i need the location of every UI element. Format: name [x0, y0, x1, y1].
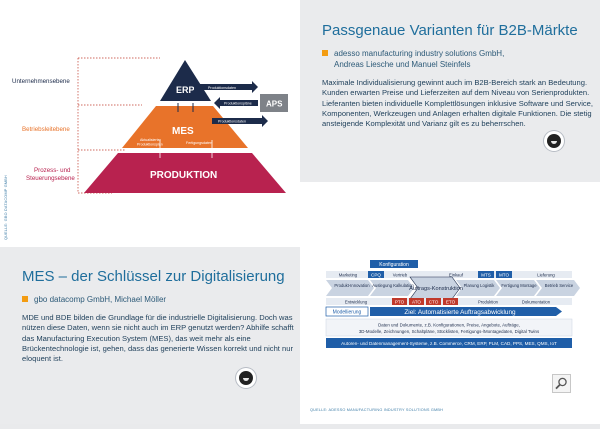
- order-process-diagram: Konfiguration Marketing CPQ Vertrieb Ein…: [325, 260, 580, 348]
- arrow-production-data-mid: [212, 115, 268, 127]
- step-label-operation-service: Betrieb Service: [545, 283, 574, 288]
- data-documents-line-1: Daten und Dokumente, z.B. Konfiguratione…: [378, 323, 520, 328]
- article-teaser: Maximale Individualisierung gewinnt auch…: [322, 78, 594, 129]
- step-label-product-innovation: Produkt-Innovation: [334, 283, 370, 288]
- magnifier-icon: [555, 377, 567, 390]
- step-planning-logistics: [456, 280, 500, 296]
- diagram-panel-order-process: Konfiguration Marketing CPQ Vertrieb Ein…: [300, 182, 600, 424]
- level-label-process-2: Steuerungsebene: [26, 175, 75, 182]
- bottom-labels: Entwicklung PTO ATO CTO ETO Produktion D…: [345, 298, 551, 305]
- top-label-delivery: Lieferung: [537, 273, 555, 278]
- label-current-plans-1: Aktualisierter: [140, 138, 162, 142]
- source-credit-gbo: QUELLE: GBO DATACOMP GMBH: [4, 175, 8, 240]
- configuration-label: Konfiguration: [379, 262, 409, 268]
- article-title[interactable]: MES – der Schlüssel zur Digitalisierung: [22, 268, 285, 285]
- read-more-icon[interactable]: [544, 131, 564, 151]
- author-bullet-icon: [22, 296, 28, 302]
- data-documents-box: [325, 318, 573, 337]
- authors-line: gbo datacomp GmbH, Michael Möller: [34, 295, 167, 304]
- mes-layer: [122, 106, 248, 148]
- level-label-enterprise: Unternehmensebene: [12, 78, 70, 85]
- top-label-sales: Vertrieb: [393, 273, 408, 278]
- authors-line-2: Andreas Liesche und Manuel Steinfels: [334, 60, 471, 69]
- configuration-box: [370, 260, 418, 268]
- data-documents-line-2: 3D-Modelle, Zeichnungen, Schaltpläne, St…: [359, 329, 540, 334]
- top-label-purchasing: Einkauf: [449, 273, 464, 278]
- erp-label: ERP: [176, 85, 195, 95]
- production-layer: [84, 153, 286, 193]
- authors-line-1: adesso manufacturing industry solutions …: [334, 49, 505, 58]
- systems-label: Autoren- und Datenmanagement-Systeme, z.…: [341, 341, 557, 346]
- zoom-button[interactable]: [552, 374, 571, 393]
- step-label-planning-logistics: Planung Logistik: [464, 283, 496, 288]
- author-bullet-icon: [322, 50, 328, 56]
- process-steps: Produkt-Innovation Auslegung Kalkulation…: [326, 276, 580, 300]
- goal-arrow: [370, 307, 562, 316]
- arrow-label-production-data-mid: Produktionsdaten: [218, 120, 246, 124]
- step-manufacturing-assembly: [496, 280, 540, 296]
- bottom-label-ato: ATO: [412, 300, 421, 305]
- label-current-plans-2: Produktionsplan: [137, 143, 163, 147]
- systems-bar: [326, 338, 572, 348]
- bottom-label-documentation: Dokumentation: [522, 300, 551, 305]
- eto-badge: [443, 298, 458, 305]
- mes-label: MES: [172, 126, 194, 137]
- pyramid-diagram: Unternehmensebene Betriebsleitebene Proz…: [12, 57, 288, 194]
- article-teaser: MDE und BDE bilden die Grundlage für die…: [22, 313, 294, 364]
- step-label-order-engineering: Auftrags-Konstruktion: [409, 286, 463, 292]
- step-label-manufacturing-assembly: Fertigung Montage: [501, 283, 537, 288]
- bottom-label-cto: CTO: [429, 300, 439, 305]
- level-label-process-1: Prozess- und: [34, 167, 71, 174]
- read-more-icon[interactable]: [236, 368, 256, 388]
- diagram-panel-automation-pyramid: Unternehmensebene Betriebsleitebene Proz…: [0, 0, 300, 247]
- arrow-label-production-data-top: Produktionsdaten: [208, 86, 236, 90]
- top-label-row: [326, 271, 572, 278]
- arrow-label-production-plans: Produktionspläne: [224, 102, 252, 106]
- aps-label: APS: [266, 100, 283, 109]
- step-design-calculation: [370, 280, 414, 296]
- source-credit-adesso: QUELLE: ADESSO MANUFACTURING INDUSTRY SO…: [310, 408, 444, 412]
- cto-badge: [426, 298, 441, 305]
- erp-layer: [160, 60, 211, 101]
- pto-badge: [392, 298, 407, 305]
- mts-badge: [478, 271, 494, 278]
- production-label: PRODUKTION: [150, 170, 217, 181]
- step-label-design-calculation: Auslegung Kalkulation: [372, 283, 414, 288]
- article-title[interactable]: Passgenaue Varianten für B2B-Märkte: [322, 22, 578, 39]
- top-labels: Marketing CPQ Vertrieb Einkauf MTS MTO L…: [339, 271, 555, 278]
- aps-box: [260, 94, 288, 112]
- article-card-mes-digitalization[interactable]: MES – der Schlüssel zur Digitalisierung …: [0, 247, 300, 424]
- bottom-label-eto: ETO: [446, 300, 456, 305]
- modelling-box: [325, 306, 369, 317]
- label-manufacturing-data: Fertigungsdaten: [186, 141, 212, 145]
- modelling-label: Modellierung: [333, 310, 362, 316]
- bottom-label-development: Entwicklung: [345, 300, 368, 305]
- bottom-label-production: Produktion: [478, 300, 499, 305]
- mto-badge: [496, 271, 512, 278]
- top-label-mts: MTS: [481, 273, 491, 278]
- level-label-operations: Betriebsleitebene: [22, 126, 70, 133]
- top-label-marketing: Marketing: [339, 273, 358, 278]
- step-product-innovation: [326, 280, 374, 296]
- top-label-mto: MTO: [499, 273, 510, 278]
- cpq-badge: [368, 271, 384, 278]
- article-authors: gbo datacomp GmbH, Michael Möller: [22, 294, 167, 305]
- article-authors: adesso manufacturing industry solutions …: [322, 48, 505, 70]
- arrow-production-plans: [214, 97, 258, 109]
- goal-label: Ziel: Automatisierte Auftragsabwicklung: [404, 309, 516, 316]
- step-operation-service: [536, 280, 580, 296]
- bottom-label-pto: PTO: [395, 300, 405, 305]
- ato-badge: [409, 298, 424, 305]
- article-card-b2b-variants[interactable]: Passgenaue Varianten für B2B-Märkte ades…: [300, 0, 600, 182]
- top-label-cpq: CPQ: [371, 273, 381, 278]
- arrow-production-data-to-aps: [194, 81, 258, 93]
